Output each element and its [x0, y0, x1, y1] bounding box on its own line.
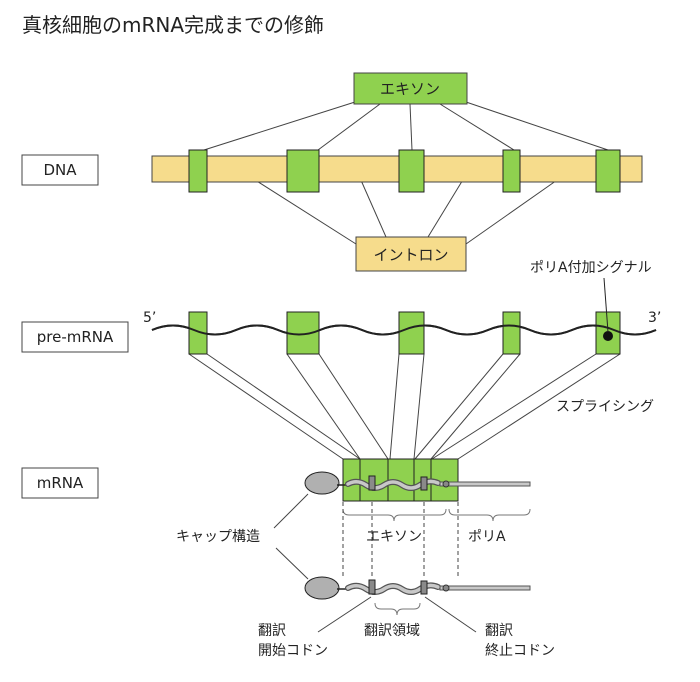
cap-structure-lower [304, 576, 340, 600]
dna-strand [151, 155, 643, 183]
exon-brace [342, 508, 447, 522]
five-prime-label: 5’ [143, 310, 156, 326]
polya-tail-start [442, 480, 450, 488]
dna-row-label: DNA [43, 161, 77, 179]
dna-exon-4 [502, 149, 521, 193]
three-prime-label: 3’ [648, 310, 661, 326]
exon-connectors [203, 101, 609, 151]
pre-mrna-row: pre-mRNA 5’ 3’ ポリA付加シグナル スプライシング [21, 260, 661, 460]
start-codon-label-1: 翻訳 [258, 623, 286, 639]
mrna-row: mRNA エキソン ポリA キャップ構造 [21, 458, 555, 659]
cap-pointer-bottom [275, 547, 309, 580]
polya-tail [439, 481, 531, 487]
pre-mrna-exon-4 [502, 311, 521, 355]
splicing-lines [188, 353, 621, 460]
polya-brace [448, 508, 531, 522]
polya-signal-label: ポリA付加シグナル [530, 260, 652, 276]
mrna-exon-label: エキソン [366, 529, 422, 545]
dna-exon-3 [398, 149, 425, 193]
dna-row-label-box [21, 154, 99, 186]
mrna-row-label: mRNA [37, 474, 84, 492]
pre-mrna-exon-3 [398, 311, 425, 355]
lower-polya-start [442, 584, 450, 592]
polya-signal-dot [603, 331, 613, 341]
stop-codon-pointer [424, 596, 477, 633]
lower-start-codon [368, 579, 376, 595]
coding-region-brace [374, 602, 421, 616]
pre-mrna-row-label: pre-mRNA [37, 328, 114, 346]
dna-row: DNA エキソン イントロン [21, 72, 643, 272]
dna-exon-1 [188, 149, 208, 193]
intron-connectors [251, 177, 561, 245]
coding-region-label: 翻訳領域 [364, 622, 420, 639]
cap-pointer-top [273, 493, 309, 529]
intron-label: イントロン [373, 246, 448, 264]
exon-label-box [353, 72, 468, 105]
polya-signal-pointer [603, 277, 609, 333]
stop-codon-marker [420, 476, 428, 491]
splicing-label: スプライシング [556, 399, 654, 415]
start-codon-label-2: 開始コドン [258, 643, 328, 659]
exon-label: エキソン [380, 80, 440, 98]
cap-label: キャップ構造 [176, 529, 260, 545]
lower-polya-tail [439, 585, 531, 591]
mrna-row-label-box [21, 467, 99, 499]
diagram-title: 真核細胞のmRNA完成までの修飾 [22, 13, 324, 37]
pre-mrna-strand-overlay [151, 324, 657, 336]
stop-codon-label-2: 終止コドン [485, 643, 555, 659]
dna-exon-5 [595, 149, 621, 193]
dna-exon-2 [286, 149, 320, 193]
start-codon-marker [368, 475, 376, 491]
dashed-guides [342, 502, 459, 579]
cap-structure [304, 471, 340, 495]
start-codon-pointer [317, 596, 372, 633]
intron-label-box [355, 236, 467, 272]
lower-stop-codon [420, 580, 428, 595]
polya-label: ポリA [468, 529, 506, 545]
stop-codon-label-1: 翻訳 [485, 623, 513, 639]
pre-mrna-row-label-box [21, 321, 129, 353]
